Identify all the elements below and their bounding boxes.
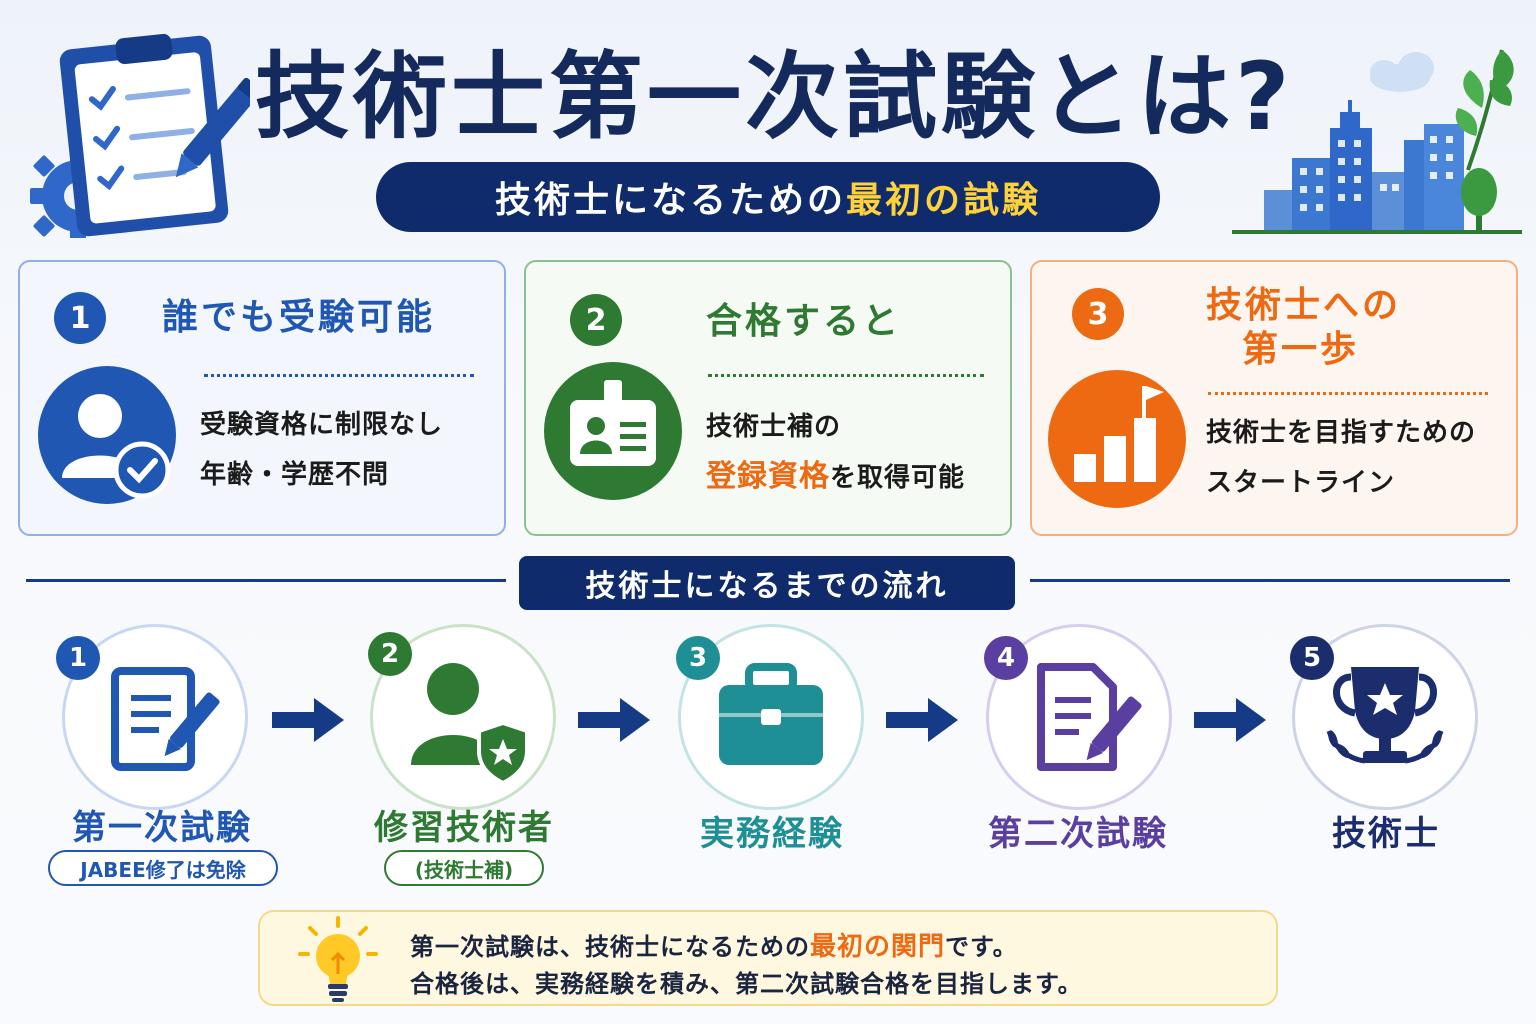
card-text: 受験資格に制限なし 年齢・学歴不問 bbox=[200, 400, 443, 500]
card-divider bbox=[1208, 392, 1488, 395]
flow-section-heading: 技術士になるまでの流れ bbox=[519, 556, 1015, 610]
clipboard-checklist-icon bbox=[30, 33, 250, 238]
note-highlight: 最初の関門 bbox=[810, 932, 946, 962]
card-line: 技術士を目指すための bbox=[1206, 418, 1477, 448]
note-line-2: 合格後は、実務経験を積み、第二次試験合格を目指します。 bbox=[410, 970, 1083, 998]
arrow-right-icon bbox=[886, 698, 958, 742]
card-divider bbox=[708, 374, 984, 377]
trophy-icon bbox=[1326, 667, 1444, 764]
card-line: スタートライン bbox=[1206, 468, 1396, 498]
card-number-badge: 1 bbox=[54, 292, 106, 344]
subtitle-text: 技術士になるための bbox=[494, 180, 846, 221]
person-check-icon bbox=[38, 366, 176, 504]
note-line-1: 第一次試験は、技術士になるための最初の関門です。 bbox=[410, 926, 1018, 963]
arrow-right-icon bbox=[1194, 698, 1266, 742]
registration-highlight: 登録資格 bbox=[706, 459, 830, 494]
summary-note: 第一次試験は、技術士になるための最初の関門です。 合格後は、実務経験を積み、第二… bbox=[258, 910, 1278, 1006]
flow-step-number: 3 bbox=[676, 636, 720, 680]
card-line: 登録資格を取得可能 bbox=[706, 452, 965, 503]
card-line-rest: を取得可能 bbox=[830, 463, 966, 493]
flow-step-note: (技術士補) bbox=[384, 850, 544, 886]
flow-step-number: 2 bbox=[368, 632, 412, 676]
flow-step-2-circle bbox=[370, 624, 556, 810]
flow-step-label: 技術士 bbox=[1332, 814, 1440, 854]
bar-chart-flag-icon bbox=[1048, 370, 1186, 508]
note-text: 第一次試験は、技術士になるための bbox=[410, 933, 810, 961]
arrow-right-icon bbox=[578, 698, 650, 742]
card-text: 技術士補の 登録資格を取得可能 bbox=[706, 402, 965, 503]
card-line: 技術士補の bbox=[706, 412, 842, 442]
flow-step-number: 1 bbox=[56, 636, 100, 680]
card-text: 技術士を目指すための スタートライン bbox=[1206, 408, 1476, 508]
feature-card-after-passing: 2 合格すると 技術士補の 登録資格を取得可能 bbox=[524, 260, 1012, 536]
card-title: 誰でも受験可能 bbox=[162, 297, 436, 338]
subtitle-banner: 技術士になるための 最初の試験 bbox=[376, 162, 1160, 232]
card-number-badge: 2 bbox=[570, 294, 622, 346]
card-title-line: 技術士への bbox=[1206, 285, 1402, 326]
card-line: 年齢・学歴不問 bbox=[200, 460, 390, 490]
city-skyline-icon bbox=[1232, 49, 1522, 234]
lightbulb-icon bbox=[298, 916, 378, 1002]
feature-card-first-step: 3 技術士への 第一歩 技術士を目指すための スタートライン bbox=[1030, 260, 1518, 536]
document-pen-icon bbox=[111, 667, 220, 771]
arrow-right-icon bbox=[272, 698, 344, 742]
card-title-line: 第一歩 bbox=[1242, 329, 1360, 370]
document-pen-icon bbox=[1037, 663, 1142, 771]
feature-card-open-eligibility: 1 誰でも受験可能 受験資格に制限なし 年齢・学歴不問 bbox=[18, 260, 506, 536]
person-shield-icon bbox=[411, 663, 529, 786]
card-line: 受験資格に制限なし bbox=[200, 410, 444, 440]
id-badge-icon bbox=[544, 362, 682, 500]
card-title: 技術士への 第一歩 bbox=[1206, 284, 1401, 372]
card-divider bbox=[204, 374, 474, 377]
flow-step-label: 実務経験 bbox=[700, 814, 844, 854]
page-title: 技術士第一次試験とは? bbox=[255, 43, 1294, 152]
card-number-badge: 3 bbox=[1072, 288, 1124, 340]
note-text: です。 bbox=[945, 933, 1018, 961]
flow-step-label: 第一次試験 bbox=[72, 808, 252, 848]
card-title: 合格すると bbox=[706, 301, 902, 342]
section-rule-left bbox=[26, 579, 506, 582]
flow-step-number: 5 bbox=[1290, 636, 1334, 680]
flow-step-note: JABEE修了は免除 bbox=[48, 850, 278, 886]
section-rule-right bbox=[1030, 579, 1510, 582]
subtitle-highlight: 最初の試験 bbox=[846, 180, 1042, 221]
flow-step-label: 第二次試験 bbox=[988, 814, 1168, 854]
flow-step-label: 修習技術者 bbox=[374, 808, 554, 848]
flow-step-number: 4 bbox=[984, 636, 1028, 680]
briefcase-icon bbox=[719, 663, 823, 765]
